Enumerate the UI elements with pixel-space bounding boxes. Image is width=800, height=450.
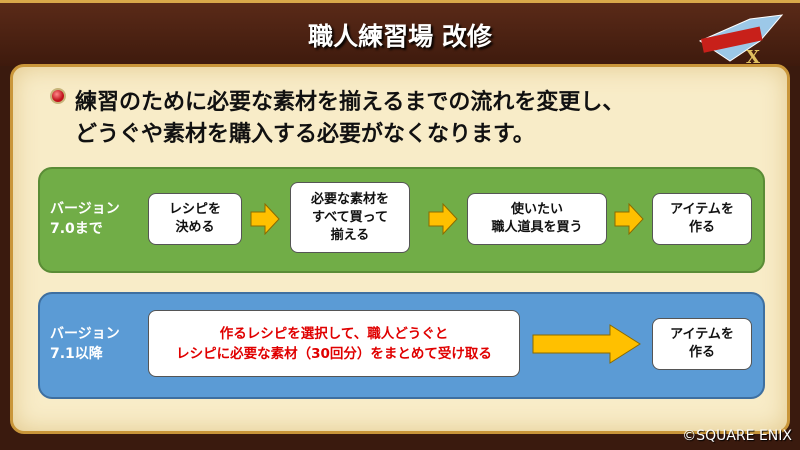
arrow-right-icon	[614, 203, 644, 235]
arrow-right-icon	[428, 203, 458, 235]
version-number: 7.0まで	[50, 221, 103, 237]
page-title: 職人練習場 改修	[308, 22, 492, 51]
old-version-label: バージョン 7.0まで	[50, 199, 120, 239]
game-logo: X	[698, 14, 784, 67]
copyright: ©SQUARE ENIX	[682, 428, 792, 444]
step-box: 使いたい 職人道具を買う	[467, 193, 607, 245]
step-box: 必要な素材を すべて買って 揃える	[290, 182, 410, 253]
step-box: レシピを 決める	[148, 193, 242, 245]
version-text: バージョン	[50, 326, 120, 342]
version-text: バージョン	[50, 201, 120, 217]
step-box: アイテムを 作る	[652, 318, 752, 370]
svg-text:X: X	[746, 47, 760, 67]
new-version-label: バージョン 7.1以降	[50, 324, 120, 364]
new-step-box: 作るレシピを選択して、職人どうぐと レシピに必要な素材（30回分）をまとめて受け…	[148, 310, 520, 377]
bullet-icon	[50, 88, 66, 104]
arrow-right-icon	[250, 203, 280, 235]
step-box: アイテムを 作る	[652, 193, 752, 245]
intro-line-1: 練習のために必要な素材を揃えるまでの流れを変更し、	[75, 90, 625, 115]
arrow-right-icon	[532, 324, 641, 364]
header: 職人練習場 改修 X	[0, 0, 800, 67]
intro-line-2: どうぐや素材を購入する必要がなくなります。	[75, 122, 535, 147]
version-number: 7.1以降	[50, 346, 103, 362]
